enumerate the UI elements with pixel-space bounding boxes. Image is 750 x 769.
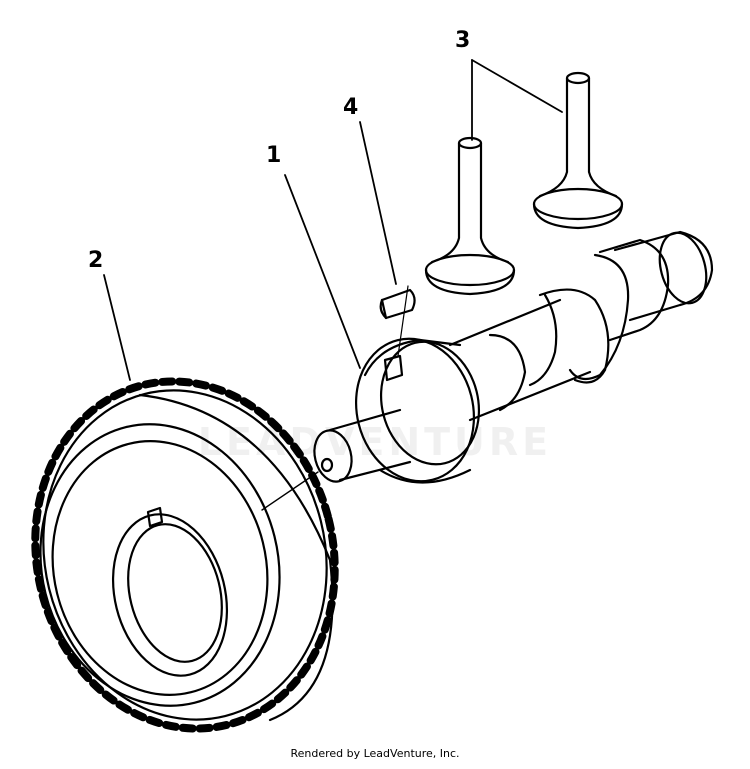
callout-3: 3 <box>455 28 471 53</box>
leader-1-to-slot <box>397 285 409 357</box>
valve-right <box>532 71 624 230</box>
footer-credit: Rendered by LeadVenture, Inc. <box>290 747 460 760</box>
leader-3-right <box>471 59 563 113</box>
leader-1 <box>284 174 361 369</box>
leader-4 <box>359 121 397 285</box>
watermark: LEADVENTURE <box>197 420 553 464</box>
leader-2 <box>103 274 131 381</box>
cam-gear <box>31 377 339 733</box>
camshaft <box>261 230 714 511</box>
callout-1: 1 <box>266 143 282 168</box>
valve-left <box>424 136 516 296</box>
callout-4: 4 <box>343 95 359 120</box>
callout-2: 2 <box>88 248 104 273</box>
leader-lines <box>103 59 563 381</box>
woodruff-key <box>379 288 416 320</box>
